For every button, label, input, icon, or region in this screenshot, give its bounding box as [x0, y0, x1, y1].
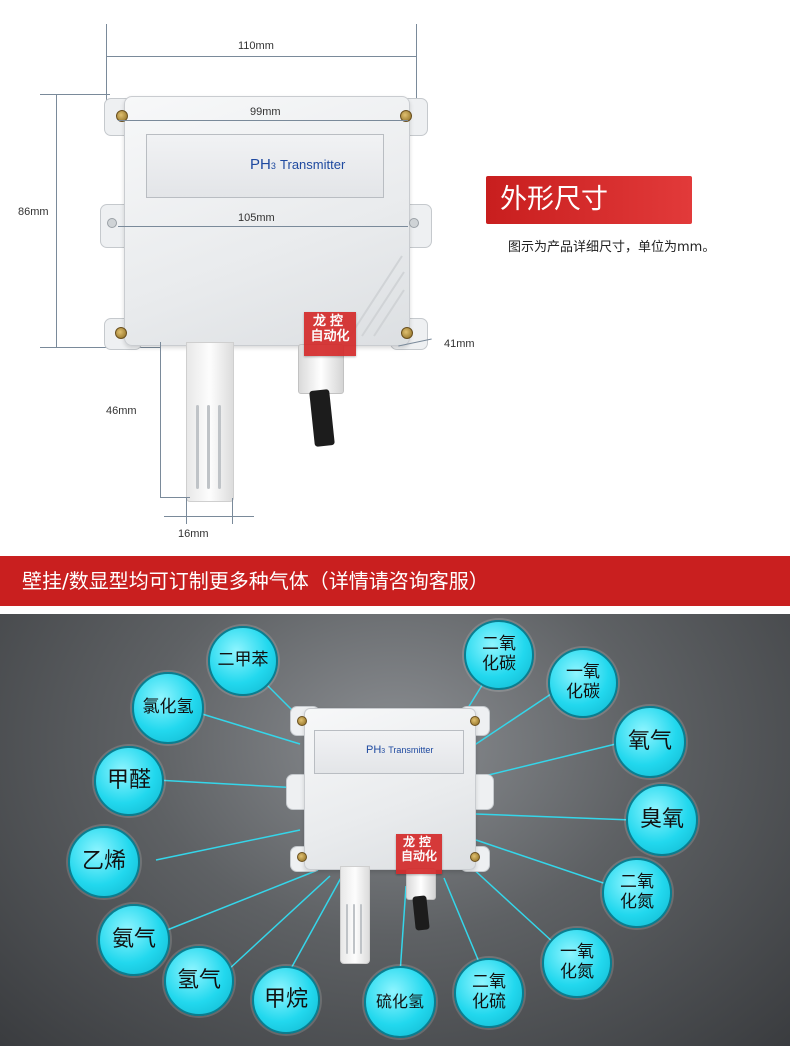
screw-icon	[297, 716, 307, 726]
screw-icon	[401, 327, 413, 339]
gas-option-nitric-oxide: 一氧 化氮	[542, 928, 612, 998]
probe-slot	[207, 405, 210, 489]
gas-option-hydrogen: 氢气	[164, 946, 234, 1016]
dim-line-105	[118, 226, 408, 227]
gas-option-ammonia: 氨气	[98, 904, 170, 976]
screw-icon	[470, 716, 480, 726]
cable	[309, 389, 335, 447]
dim-line-99	[118, 120, 408, 121]
mount-hole-icon	[409, 218, 419, 228]
dim-extension-probe-left	[186, 498, 187, 524]
dim-label-depth: 41mm	[444, 338, 475, 350]
gas-option-carbon-dioxide: 二氧 化碳	[464, 620, 534, 690]
dim-extension-probe-bottom	[160, 497, 190, 498]
probe-slot	[360, 904, 362, 954]
screw-icon	[470, 852, 480, 862]
gas-option-xylene: 二甲苯	[208, 626, 278, 696]
device-model-label: PH3 Transmitter	[366, 744, 434, 756]
mount-hole-icon	[107, 218, 117, 228]
gas-option-formaldehyde: 甲醛	[94, 746, 164, 816]
gas-option-nitrogen-dioxide: 二氧 化氮	[602, 858, 672, 928]
sensor-probe	[186, 342, 234, 502]
dim-line-110	[106, 56, 417, 57]
probe-slot	[196, 405, 199, 489]
section-title: 外形尺寸	[486, 176, 692, 224]
probe-slot	[346, 904, 348, 954]
customization-banner: 壁挂/数显型均可订制更多种气体（详情请咨询客服）	[0, 556, 790, 606]
device-label-plate	[314, 730, 464, 774]
gas-option-ozone: 臭氧	[626, 784, 698, 856]
device-model-label: PH3 Transmitter	[250, 156, 346, 173]
dim-extension-bottom	[40, 347, 160, 348]
sensor-probe	[340, 866, 370, 964]
probe-slot	[353, 904, 355, 954]
dim-extension-top	[40, 94, 110, 95]
gas-option-oxygen: 氧气	[614, 706, 686, 778]
gas-option-hydrogen-sulfide: 硫化氢	[364, 966, 436, 1038]
dim-line-16	[164, 516, 254, 517]
dim-label-height: 86mm	[18, 206, 49, 218]
gas-option-carbon-monoxide: 一氧 化碳	[548, 648, 618, 718]
probe-slot	[218, 405, 221, 489]
dim-label-width-plate: 99mm	[250, 106, 281, 118]
screw-icon	[297, 852, 307, 862]
dimension-section: 110mm 86mm 99mm PH3 Transmitter 105mm 龙控…	[18, 24, 716, 540]
gas-option-hydrogen-chloride: 氯化氢	[132, 672, 204, 744]
screw-icon	[400, 110, 412, 122]
section-description: 图示为产品详细尺寸，单位为mm。	[508, 240, 716, 255]
dim-line-46	[160, 342, 161, 498]
dim-label-width-total: 110mm	[238, 40, 274, 52]
gas-options-section: PH3 Transmitter 龙控 自动化 二甲苯 氯化氢 甲醛 乙烯 氨气 …	[0, 614, 790, 1046]
dim-extension-left	[106, 24, 107, 114]
body-grooves	[349, 255, 405, 337]
dim-label-width-mount: 105mm	[238, 212, 275, 224]
gas-option-sulfur-dioxide: 二氧 化硫	[454, 958, 524, 1028]
device-label-plate	[146, 134, 384, 198]
gas-option-methane: 甲烷	[252, 966, 320, 1034]
dim-label-probe-width: 16mm	[178, 528, 209, 540]
gas-option-ethylene: 乙烯	[68, 826, 140, 898]
screw-icon	[115, 327, 127, 339]
brand-watermark: 龙控 自动化	[304, 312, 356, 356]
dim-extension-right	[416, 24, 417, 114]
screw-icon	[116, 110, 128, 122]
dim-label-probe-length: 46mm	[106, 405, 137, 417]
brand-watermark: 龙控 自动化	[396, 834, 442, 874]
dim-extension-probe-right	[232, 498, 233, 524]
dim-line-86	[56, 94, 57, 348]
